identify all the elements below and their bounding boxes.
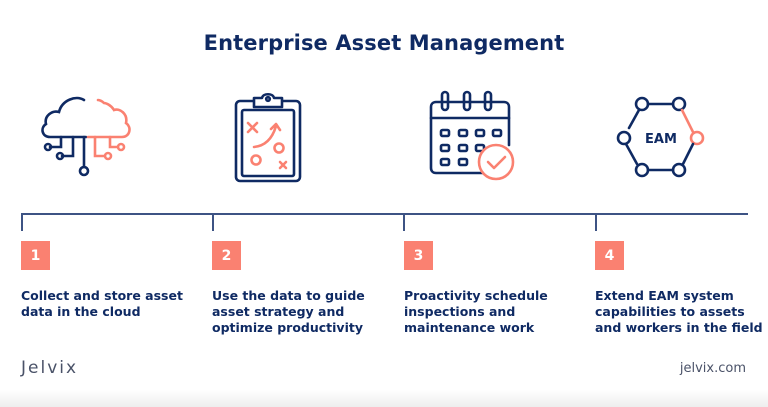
step-number-badge: 3 — [404, 241, 433, 270]
bottom-shade — [0, 390, 768, 407]
step-description: Extend EAM system capabilities to assets… — [595, 288, 763, 335]
calendar-check-icon — [429, 90, 515, 181]
jelvix-logo: Jelvix — [21, 358, 79, 378]
timeline-tick — [595, 213, 597, 231]
website-link[interactable]: jelvix.com — [679, 360, 746, 376]
eam-network-icon: EAM — [616, 96, 705, 178]
timeline-line — [21, 213, 748, 215]
step-number-badge: 1 — [21, 241, 50, 270]
eam-label: EAM — [645, 132, 677, 147]
clipboard-strategy-icon — [234, 92, 302, 183]
cloud-network-icon — [41, 96, 131, 177]
timeline-tick — [212, 213, 214, 231]
timeline-tick — [403, 213, 405, 231]
step-number-badge: 2 — [212, 241, 241, 270]
step-description: Use the data to guide asset strategy and… — [212, 288, 365, 335]
step-description: Proactivity schedule inspections and mai… — [404, 288, 548, 335]
page-title: Enterprise Asset Management — [203, 31, 565, 55]
step-number-badge: 4 — [595, 241, 624, 270]
step-description: Collect and store asset data in the clou… — [21, 288, 183, 319]
timeline-tick — [21, 213, 23, 231]
